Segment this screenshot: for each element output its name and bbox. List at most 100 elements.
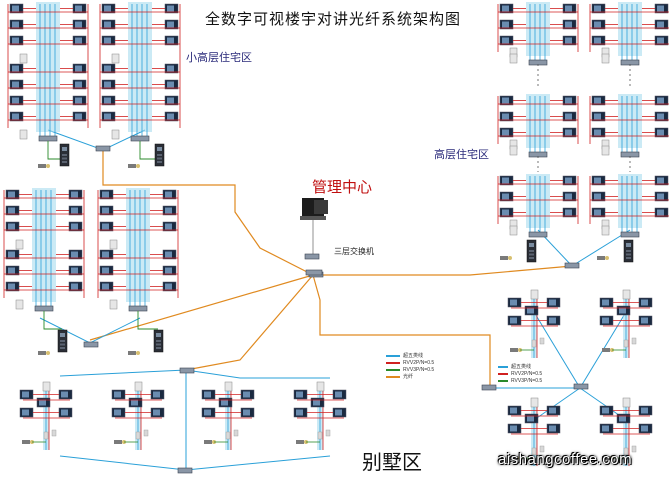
cable [571,229,631,267]
legend-text: 超五类线 [511,364,532,370]
camera-icon [597,256,609,260]
door-station-keypad [60,340,65,342]
camera-body [114,440,122,444]
camera-body [500,256,508,260]
monitor-screen [22,409,29,416]
door-station-keypad [60,347,65,349]
door-station-keypad [62,161,67,163]
door-station-screen [62,147,67,151]
monitor-screen [75,5,82,12]
cable-legend-small: 超五类线 RVV2P/N=0.5 RVV3P/N=0.5 [498,363,542,384]
monitor-screen [565,177,572,184]
server-keyboard [300,216,326,220]
distributor-box [19,129,28,140]
monitor-screen [12,21,19,28]
villa-unit [599,397,653,466]
residential-building [497,174,579,238]
management-server [300,198,328,220]
distributor-box [15,239,24,250]
monitor-screen [549,299,556,306]
indoor-monitor [507,297,522,308]
monitor-screen [167,21,174,28]
indoor-monitor [293,407,308,418]
distributor-box [15,299,24,310]
door-station [57,329,68,353]
monitor-screen [131,399,138,406]
door-station-keypad [156,343,161,346]
monitor-screen [8,267,15,274]
monitor-screen [657,37,664,44]
switch-body [573,383,589,390]
cable [185,455,331,471]
legend-swatch-rvv2 [386,361,400,364]
door-station-keypad [156,340,161,342]
distributor-box [509,53,518,64]
door-station-keypad [62,157,67,160]
villa-door-station [325,429,331,437]
camera-body [597,256,605,260]
switch-icon [34,305,54,312]
camera-lens [46,351,50,355]
villa-unit [599,289,653,358]
door-station [154,143,165,167]
monitor-screen [641,317,648,324]
indoor-monitor [546,315,561,326]
monitor-screen [594,113,601,120]
villa-door-station [225,431,231,440]
camera-icon [128,351,140,355]
monitor-screen [75,97,82,104]
residential-building [497,94,579,158]
door-station-keypad [157,154,162,156]
monitor-screen [61,391,68,398]
monitor-screen [502,37,509,44]
door-station [526,239,537,263]
switch-icon [130,135,150,142]
monitor-screen [102,191,109,198]
monitor-screen [39,399,46,406]
villa-door-station [143,429,149,437]
villa-unit [507,397,561,466]
monitor-screen [104,97,111,104]
monitor-screen [167,97,174,104]
camera-body [296,440,304,444]
monitor-screen [243,409,250,416]
cable [185,369,330,379]
indoor-monitor [546,423,561,434]
monitor-screen [165,207,172,214]
door-station-keypad [529,250,534,252]
villa-door-station [539,445,545,453]
monitor-screen [104,21,111,28]
legend-item: 超五类线 [498,363,542,370]
monitor-screen [510,407,517,414]
indoor-monitor [507,423,522,434]
monitor-screen [594,21,601,28]
camera-body [38,164,46,168]
cable [39,317,141,344]
monitor-screen [502,97,509,104]
buildings [3,2,669,330]
cable [89,274,314,341]
monitor-screen [75,113,82,120]
residential-building [7,2,89,142]
monitor-screen [75,65,82,72]
indoor-monitor [599,423,614,434]
legend-item: 超五类线 [386,352,434,359]
monitor-screen [565,209,572,216]
indoor-monitor [332,389,347,400]
monitor-screen [502,21,509,28]
distributor-box [109,299,118,310]
monitor-screen [565,193,572,200]
door-station-screen [156,333,161,337]
switch-icon [620,231,640,238]
indoor-monitor [507,405,522,416]
monitor-screen [167,37,174,44]
monitor-screen [510,299,517,306]
monitor-screen [657,21,664,28]
indoor-monitor [616,413,631,424]
villa-door-station [317,431,323,440]
switch-icon [304,253,320,260]
door-station-screen [157,147,162,151]
villa-door-station [623,339,629,348]
villa-unit [19,381,73,450]
monitor-screen [619,307,626,314]
